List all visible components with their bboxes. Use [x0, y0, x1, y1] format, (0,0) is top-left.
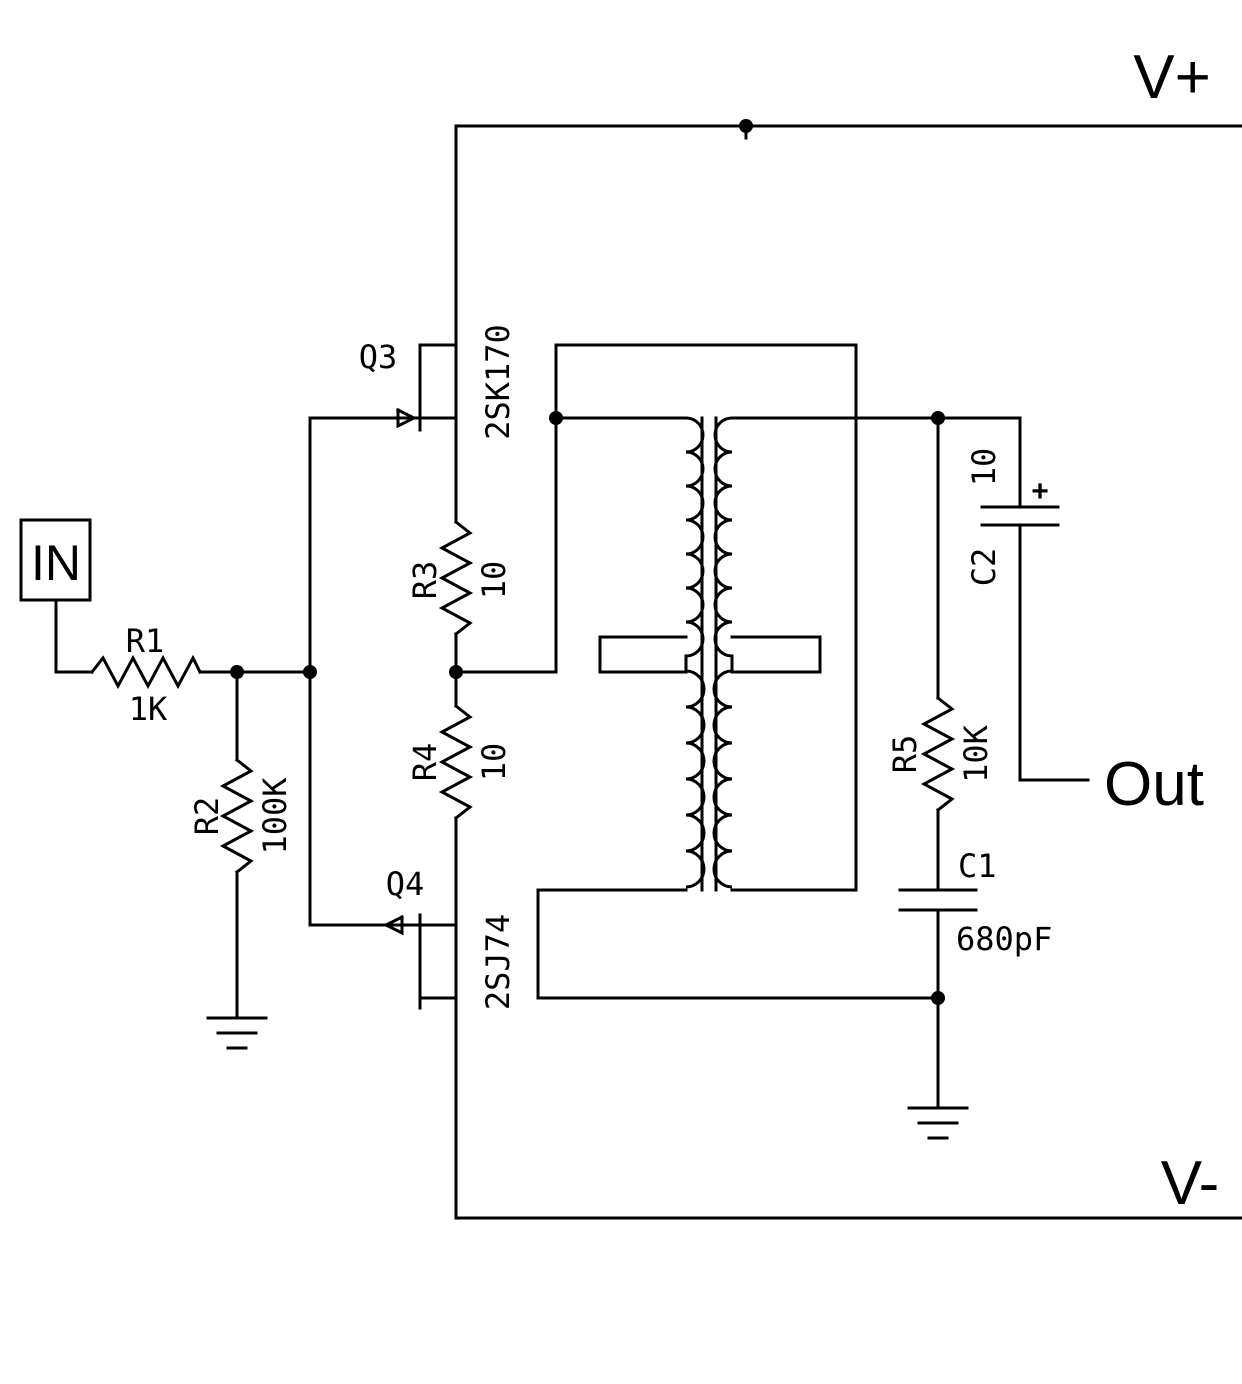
r2-resistor — [219, 757, 255, 875]
ground-junction — [931, 991, 945, 1005]
input-wire — [54, 598, 94, 674]
c1-capacitor — [898, 888, 978, 912]
c2-value: 10 — [965, 448, 1003, 487]
r5-value: 10K — [957, 724, 995, 783]
right-winding-lower — [712, 669, 733, 889]
v-minus-label: V- — [1161, 1149, 1220, 1218]
r5-ref: R5 — [886, 735, 924, 774]
r5-resistor — [920, 695, 956, 813]
r4-resistor — [438, 703, 474, 821]
q4-part: 2SJ74 — [479, 914, 517, 1010]
q3-part: 2SK170 — [479, 324, 517, 440]
right-winding-upper — [713, 416, 733, 658]
ground-symbol — [206, 1016, 268, 1050]
r3-resistor — [438, 519, 474, 637]
ground-symbol-2 — [907, 1106, 969, 1140]
center-tap-left — [598, 635, 688, 674]
r1-resistor — [89, 654, 203, 690]
v-minus-rail — [454, 923, 1242, 1220]
v-plus-junction — [739, 119, 753, 133]
primary-junction — [549, 411, 563, 425]
q3-ref: Q3 — [359, 338, 398, 376]
c2-ref: C2 — [965, 548, 1003, 587]
c2-polarity: + — [1031, 475, 1049, 508]
v-plus-rail — [454, 124, 1242, 420]
r3-ref: R3 — [406, 561, 444, 600]
output-label: Out — [1104, 750, 1204, 819]
q4-transistor — [308, 913, 458, 1010]
r1-ref: R1 — [126, 622, 165, 660]
r4-ref: R4 — [406, 743, 444, 782]
c1-ref: C1 — [958, 847, 997, 885]
r3-value: 10 — [475, 561, 513, 600]
c2-capacitor — [980, 505, 1060, 527]
q4-ref: Q4 — [386, 865, 425, 903]
r4-value: 10 — [475, 743, 513, 782]
secondary-bottom-wire — [536, 888, 940, 1000]
r2-value: 100K — [256, 777, 294, 855]
output-wire — [1018, 523, 1090, 782]
input-label: IN — [31, 535, 81, 591]
primary-top-wire — [554, 343, 858, 892]
left-winding-lower — [685, 669, 706, 889]
r2-ref: R2 — [188, 797, 226, 836]
q3-transistor — [308, 343, 458, 432]
left-winding-upper — [685, 416, 705, 658]
c1-value: 680pF — [956, 920, 1052, 958]
v-plus-label: V+ — [1133, 43, 1211, 112]
r1-value: 1K — [129, 690, 168, 728]
center-tap-right — [730, 635, 822, 674]
